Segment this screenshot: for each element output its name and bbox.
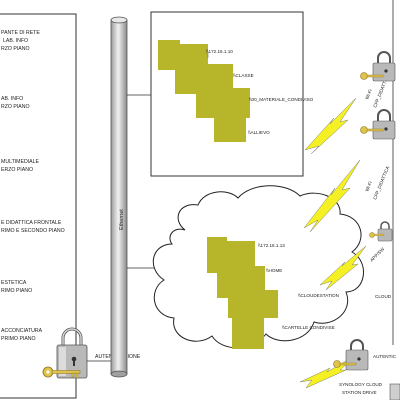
left-item-3-line2: ERZO PIANO — [1, 167, 33, 173]
cloud-folder-tree — [207, 237, 278, 349]
wifi-label-2-line1: Wi-Fi — [364, 181, 373, 193]
drive-label-line1: SYNOLOGY CLOUD — [339, 382, 383, 387]
cloud-path-home: \\HOME — [266, 268, 282, 273]
lock-icon — [377, 221, 393, 242]
left-item-1-line2: LAB. INFO — [3, 38, 28, 44]
left-item-6-line1: ACCONCIATURA — [1, 328, 43, 334]
left-item-4-line2: RIMO E SECONDO PIANO — [1, 228, 65, 234]
left-item-2-line2: RZO PIANO — [1, 104, 30, 110]
left-item-3-line1: MULTIMEDIALE — [1, 159, 39, 165]
server-path-classe: \\CLASSE — [233, 73, 254, 78]
left-item-2-line1: AB. INFO — [1, 96, 23, 102]
server-path-materiale: \\00_MATERIALE_CONDIVISO — [249, 97, 314, 102]
lock-icon — [56, 327, 88, 379]
lightning-bolt-icon — [304, 97, 357, 155]
left-item-4-line1: E DIDATTICA FRONTALE — [1, 220, 62, 226]
server-path-ip: \\172.16.1.10 — [206, 49, 233, 54]
wifi-label-2-line2: CFP_DIDATTICA — [372, 165, 390, 201]
key-icon — [42, 366, 81, 379]
auth-label-right: AUTENTIC — [373, 354, 397, 359]
ethernet-label: Ethernet — [119, 209, 125, 230]
lock-icon — [345, 339, 369, 371]
key-icon — [333, 360, 357, 368]
lock-icon — [372, 109, 396, 140]
key-icon — [360, 72, 384, 80]
device-icon — [389, 383, 400, 401]
app-sw-label: APP/SW — [369, 246, 386, 263]
left-item-1-line1: PANTE DI RETE — [1, 30, 40, 36]
left-item-1-line3: RZO PIANO — [1, 46, 30, 52]
server-path-allievo: \\ALLIEVO — [248, 130, 270, 135]
left-item-5-line2: RIMO PIANO — [1, 288, 32, 294]
cloud-path-cloudestation: \\CLOUDESTATION — [298, 293, 339, 298]
cloud-path-cartelle: \\CARTELLE CONDIVISE — [282, 325, 335, 330]
server-folder-tree — [158, 40, 250, 142]
left-item-6-line2: PRIMO PIANO — [1, 336, 36, 342]
wifi-label-1-line1: Wi-Fi — [364, 89, 373, 101]
lightning-bolt-icon — [299, 353, 359, 389]
cloud-side-label: CLOUD — [375, 294, 392, 299]
left-panel-box — [0, 13, 77, 399]
key-icon — [369, 232, 385, 238]
cloud-path-ip: \\172.16.1.13 — [258, 243, 285, 248]
left-item-5-line1: ESTETICA — [1, 280, 27, 286]
key-icon — [360, 126, 384, 134]
drive-label-line2: STATION DRIVE — [342, 390, 377, 395]
ethernet-pipe — [110, 16, 128, 378]
lightning-bolt-icon — [319, 245, 367, 291]
lightning-bolt-icon — [303, 159, 361, 233]
